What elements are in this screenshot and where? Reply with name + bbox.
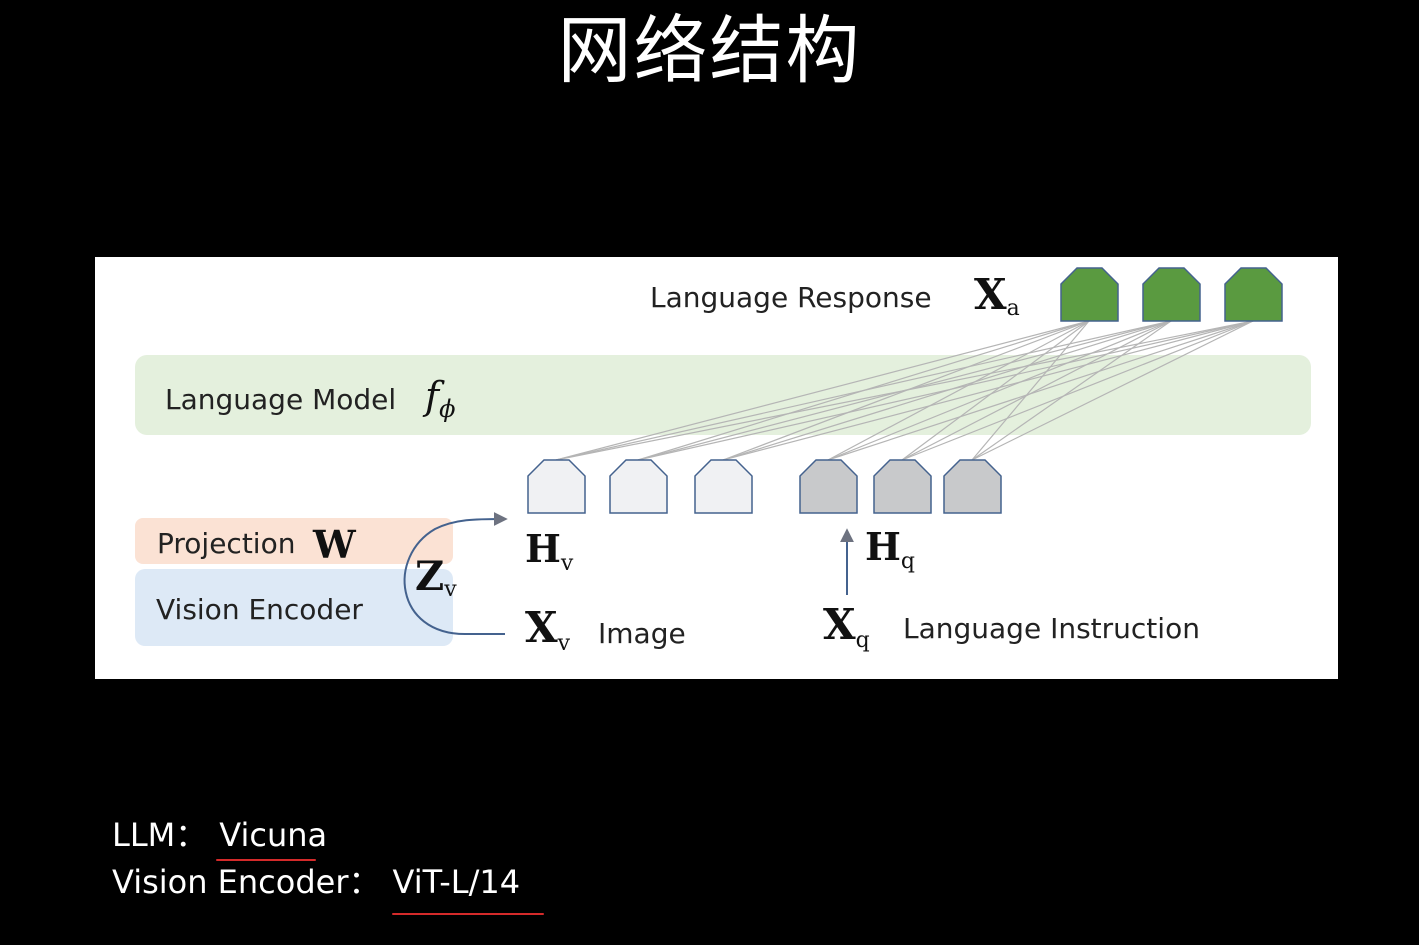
response-token (1224, 267, 1283, 322)
vision-encoder-band (135, 569, 453, 646)
vision-token (527, 459, 586, 514)
response-token (1060, 267, 1119, 322)
attention-line (827, 320, 1254, 461)
attention-line (722, 320, 1254, 461)
encoder-note: Vision Encoder： ViT-L/14 (112, 862, 520, 902)
architecture-diagram: Language Model fϕ Projection W Vision En… (95, 257, 1338, 679)
attention-line (555, 320, 1172, 461)
response-label: Language Response (650, 281, 932, 314)
encoder-flow-arrow (403, 512, 508, 635)
attention-line (901, 320, 1172, 461)
attention-line (827, 320, 1172, 461)
h-q-symbol: Hq (865, 524, 915, 574)
projection-band (135, 518, 453, 564)
instruction-token (799, 459, 858, 514)
llm-label: LLM： (112, 816, 208, 854)
x-v-symbol: Xv (525, 603, 571, 656)
attention-line (901, 320, 1090, 461)
projection-label: Projection (157, 527, 295, 560)
instruction-token (943, 459, 1002, 514)
instruction-token (873, 459, 932, 514)
encoder-label: Vision Encoder： (112, 863, 381, 901)
encoder-value: ViT-L/14 (392, 863, 521, 901)
response-tokens (1060, 267, 1283, 322)
attention-line (637, 320, 1254, 461)
response-token (1142, 267, 1201, 322)
instruction-tokens (799, 459, 1002, 514)
vision-token (694, 459, 753, 514)
slide-title: 网络结构 (557, 8, 862, 94)
instruction-label: Language Instruction (903, 612, 1200, 645)
vision-tokens (527, 459, 753, 514)
attention-line (971, 320, 1254, 461)
language-model-label: Language Model (165, 383, 396, 416)
encoder-underline (392, 913, 544, 915)
attention-line (555, 320, 1090, 461)
x-a-symbol: Xa (974, 270, 1020, 321)
attention-line (827, 320, 1090, 461)
attention-lines (555, 320, 1254, 461)
vision-encoder-label: Vision Encoder (156, 593, 363, 626)
vision-token (609, 459, 668, 514)
llm-underline (216, 859, 316, 861)
llm-value: Vicuna (219, 816, 328, 854)
projection-symbol: W (312, 522, 357, 567)
x-q-symbol: Xq (823, 600, 870, 653)
image-label: Image (598, 617, 686, 650)
attention-line (901, 320, 1254, 461)
h-v-symbol: Hv (525, 526, 574, 576)
z-v-symbol: Zv (415, 553, 457, 602)
llm-note: LLM： Vicuna (112, 815, 327, 855)
attention-line (555, 320, 1254, 461)
